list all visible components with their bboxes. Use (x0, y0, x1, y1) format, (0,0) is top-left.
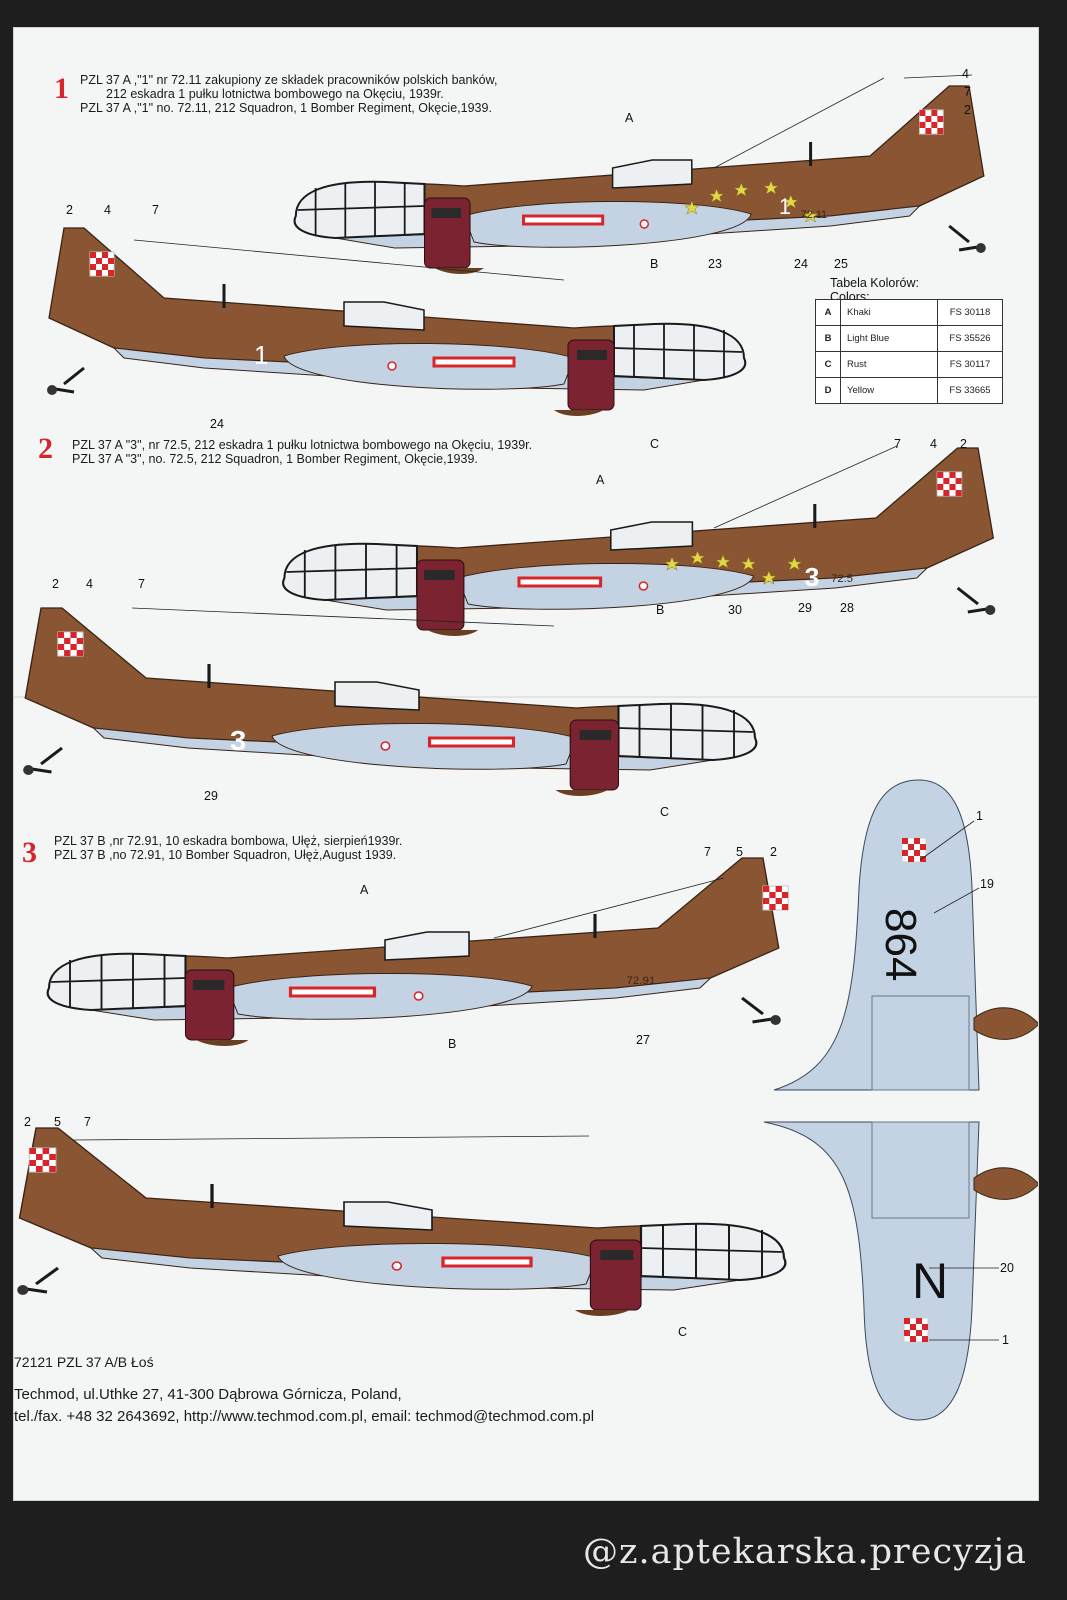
callout-29: 29 (798, 601, 812, 615)
color-row-b: B Light Blue FS 35526 (815, 325, 1003, 352)
color-table-title-pl: Tabela Kolorów: (830, 276, 919, 290)
plan-view-top: 864 (773, 779, 1038, 1091)
color-name: Rust (840, 351, 938, 378)
sheet-fold-line (14, 696, 1038, 698)
scheme-1-number: 1 (54, 72, 69, 105)
callout-2-3: 2 (770, 845, 777, 859)
callout-b-2: B (656, 603, 664, 617)
plan-view-wing-code: 864 (876, 908, 925, 981)
scheme-2-left-side-code: 3 (230, 726, 246, 757)
scheme-1-left-side-code: 1 (254, 340, 268, 370)
callout-7: 7 (964, 85, 971, 99)
scheme-2-number: 2 (38, 432, 53, 465)
scheme-2-side-code: 3 (805, 562, 820, 592)
scheme-3-number: 3 (22, 836, 37, 869)
scheme-1-caption-en: PZL 37 A ,"1" no. 72.11, 212 Squadron, 1… (80, 101, 492, 115)
scheme-1-caption-pl-2: 212 eskadra 1 pułku lotnictwa bombowego … (106, 87, 444, 101)
callout-23: 23 (708, 257, 722, 271)
callout-b-3: B (448, 1037, 456, 1051)
callout-7-3: 7 (704, 845, 711, 859)
scheme-3-serial: 72.91 (627, 975, 656, 987)
callout-b: B (650, 257, 658, 271)
scheme-1-caption: PZL 37 A ,"1" nr 72.11 zakupiony ze skła… (80, 73, 497, 115)
callout-30: 30 (728, 603, 742, 617)
callout-7-3-left: 7 (84, 1115, 91, 1129)
company-contact: tel./fax. +48 32 2643692, http://www.tec… (14, 1408, 595, 1425)
callout-c-3: C (678, 1325, 687, 1339)
scheme-1-serial: 72.11 (801, 209, 827, 221)
color-fs-code: FS 33665 (937, 377, 1003, 404)
color-name: Yellow (840, 377, 938, 404)
callout-4-2: 4 (930, 437, 937, 451)
scheme-1-left-profile: 1 (47, 228, 745, 416)
callout-19: 19 (980, 877, 994, 891)
scheme-3-caption-pl: PZL 37 B ,nr 72.91, 10 eskadra bombowa, … (54, 834, 403, 848)
callout-5-3: 5 (736, 845, 743, 859)
callout-7-left: 7 (152, 203, 159, 217)
callout-24-left: 24 (210, 417, 224, 431)
callout-7-2-left: 7 (138, 577, 145, 591)
callout-a-2: A (596, 473, 605, 487)
color-row-c: C Rust FS 30117 (815, 351, 1003, 378)
callout-4-2-left: 4 (86, 577, 93, 591)
scheme-2-right-profile: 3 72.5 (281, 446, 997, 638)
product-code: 72121 PZL 37 A/B Łoś (14, 1354, 154, 1370)
callout-4-left: 4 (104, 203, 111, 217)
callout-1: 1 (976, 809, 983, 823)
color-fs-code: FS 30117 (937, 351, 1003, 378)
callout-leaders (73, 74, 999, 1341)
callout-4: 4 (962, 67, 969, 81)
company-address: Techmod, ul.Uthke 27, 41-300 Dąbrowa Gór… (14, 1386, 402, 1403)
scheme-2-caption-en: PZL 37 A "3", no. 72.5, 212 Squadron, 1 … (72, 452, 478, 466)
instruction-sheet: 1 PZL 37 A ,"1" nr 72.11 zakupiony ze sk… (14, 28, 1038, 1500)
callout-25: 25 (834, 257, 848, 271)
scheme-3-caption-en: PZL 37 B ,no 72.91, 10 Bomber Squadron, … (54, 848, 397, 862)
callout-24: 24 (794, 257, 808, 271)
callout-7-2: 7 (894, 437, 901, 451)
plan-view-underside-code: N (912, 1253, 948, 1309)
scheme-1-caption-pl: PZL 37 A ,"1" nr 72.11 zakupiony ze skła… (80, 73, 498, 87)
callout-2-3-left: 2 (24, 1115, 31, 1129)
callout-2-2-left: 2 (52, 577, 59, 591)
callout-c-2: C (660, 805, 669, 819)
callout-a-3: A (360, 883, 369, 897)
color-name: Light Blue (840, 325, 938, 352)
scheme-2-caption: PZL 37 A "3", nr 72.5, 212 eskadra 1 puł… (72, 438, 532, 466)
callout-2-2: 2 (960, 437, 967, 451)
scheme-3-caption: PZL 37 B ,nr 72.91, 10 eskadra bombowa, … (54, 834, 402, 862)
callout-a: A (625, 111, 634, 125)
scheme-2-caption-pl: PZL 37 A "3", nr 72.5, 212 eskadra 1 puł… (72, 438, 533, 452)
scheme-1-right-profile: 1 72.11 (293, 84, 988, 276)
scheme-3-right-profile: 72.91 (46, 856, 789, 1048)
callout-2-left: 2 (66, 203, 73, 217)
callout-27: 27 (636, 1033, 650, 1047)
aircraft-drawings: 1 72.11 1 3 72.5 3 7 2 (14, 67, 1038, 1421)
scheme-2-serial: 72.5 (831, 573, 853, 585)
callout-c: C (650, 437, 659, 451)
scheme-1-side-code: 1 (779, 194, 791, 219)
plan-view-bottom: N (763, 1121, 1038, 1421)
callout-28: 28 (840, 601, 854, 615)
callout-20: 20 (1000, 1261, 1014, 1275)
watermark: @z.aptekarska.precyzja (583, 1532, 1027, 1572)
callout-5-3-left: 5 (54, 1115, 61, 1129)
scheme-3-left-profile (17, 1128, 785, 1316)
color-table: A Khaki FS 30118 B Light Blue FS 35526 C… (815, 299, 1003, 404)
callout-29-left: 29 (204, 789, 218, 803)
scheme-2-left-profile: 3 (23, 608, 756, 796)
color-key: D (815, 377, 841, 404)
color-row-d: D Yellow FS 33665 (815, 377, 1003, 404)
callout-2: 2 (964, 103, 971, 117)
color-key: A (815, 299, 841, 326)
callout-1-bottom: 1 (1002, 1333, 1009, 1347)
